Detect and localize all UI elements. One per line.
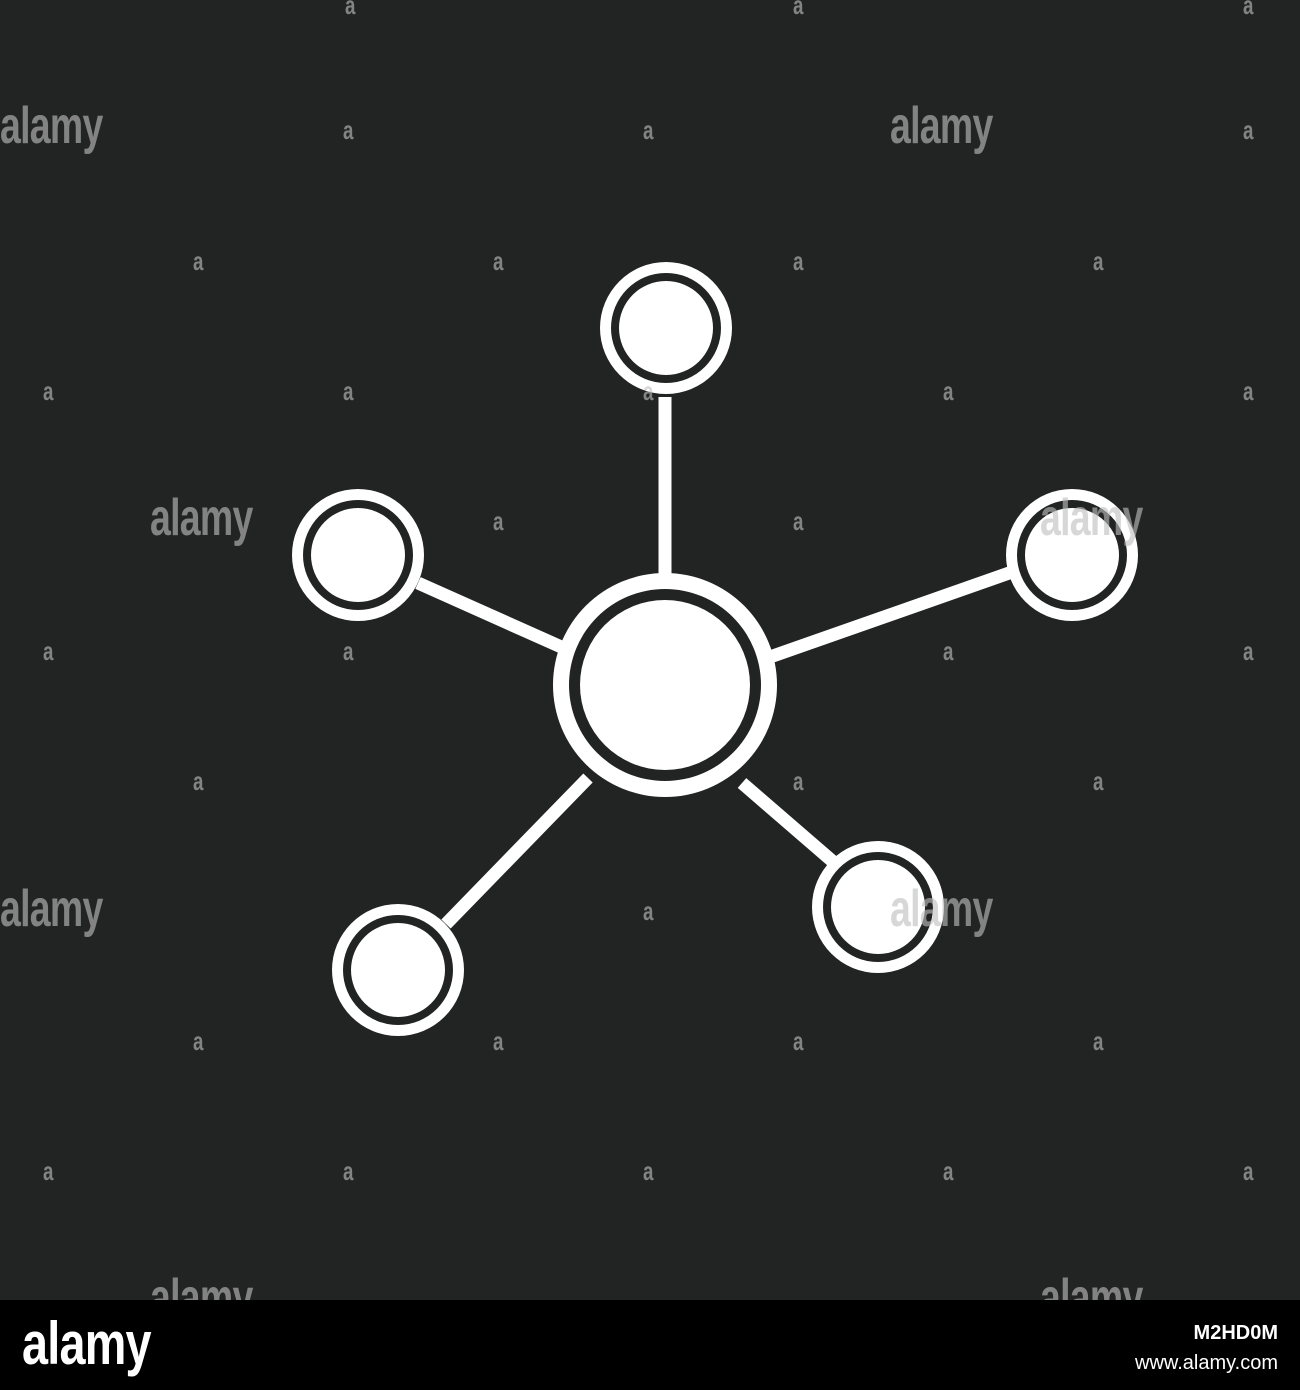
connector-line-right [767, 565, 1015, 664]
watermark-glyph: a [643, 115, 653, 145]
stock-image-canvas: alamy alamy alamy alamy alamy alamy alam… [0, 0, 1300, 1300]
watermark-glyph: a [793, 246, 803, 276]
watermark-glyph: a [193, 766, 203, 796]
watermark-glyph: a [943, 376, 953, 406]
watermark-glyph: a [43, 636, 53, 666]
watermark-word: alamy [150, 1269, 253, 1300]
connector-line-bottom-right [737, 778, 843, 871]
center-node [553, 573, 777, 797]
watermark-word: alamy [1040, 489, 1143, 547]
satellite-node-right [1006, 489, 1138, 621]
watermark-glyph: a [193, 246, 203, 276]
watermark-glyph: a [193, 1026, 203, 1056]
watermark-glyph: a [345, 0, 355, 20]
watermark-word: alamy [0, 880, 103, 938]
watermark-glyph: a [343, 115, 353, 145]
watermark-word: alamy [150, 489, 253, 547]
watermark-glyph: a [493, 1026, 503, 1056]
watermark-glyph: a [793, 1026, 803, 1056]
image-id-label: M2HD0M [1193, 1322, 1278, 1344]
watermark-glyph: a [943, 636, 953, 666]
watermark-glyph: a [1093, 246, 1103, 276]
footer-bar: alamy M2HD0M www.alamy.com [0, 1300, 1300, 1390]
watermark-word: alamy [1040, 1269, 1143, 1300]
satellite-node-left [292, 489, 424, 621]
watermark-glyph: a [793, 0, 803, 20]
watermark-glyph: a [343, 636, 353, 666]
satellite-node-bottom-right [812, 841, 944, 973]
watermark-glyph: a [493, 506, 503, 536]
watermark-glyph: a [943, 1156, 953, 1186]
watermark-glyph: a [343, 1156, 353, 1186]
footer-logo: alamy [22, 1310, 152, 1377]
connector-line-bottom-left [441, 773, 593, 929]
watermark-glyph: a [1243, 636, 1253, 666]
watermark-glyph: a [1243, 1156, 1253, 1186]
satellite-node-top [600, 262, 732, 394]
watermark-glyph: a [1243, 115, 1253, 145]
watermark-word: alamy [0, 97, 103, 155]
footer-url-link[interactable]: www.alamy.com [1135, 1352, 1278, 1374]
watermark-glyph: a [793, 766, 803, 796]
connector-line-left [415, 577, 571, 656]
watermark-glyph: a [1093, 1026, 1103, 1056]
network-molecule-icon [292, 262, 1138, 1036]
satellite-node-bottom-left [332, 904, 464, 1036]
watermark-glyph: a [1093, 766, 1103, 796]
watermark-glyph: a [493, 246, 503, 276]
watermark-glyph: a [43, 1156, 53, 1186]
watermark-glyph: a [43, 376, 53, 406]
watermark-glyph: a [1243, 0, 1253, 20]
watermark-word: alamy [890, 97, 993, 155]
watermark-glyph: a [643, 896, 653, 926]
watermark-glyph: a [793, 506, 803, 536]
watermark-glyph: a [343, 376, 353, 406]
watermark-glyph: a [643, 376, 653, 406]
watermark-glyph: a [1243, 376, 1253, 406]
watermark-word: alamy [890, 880, 993, 938]
watermark-glyph: a [643, 1156, 653, 1186]
